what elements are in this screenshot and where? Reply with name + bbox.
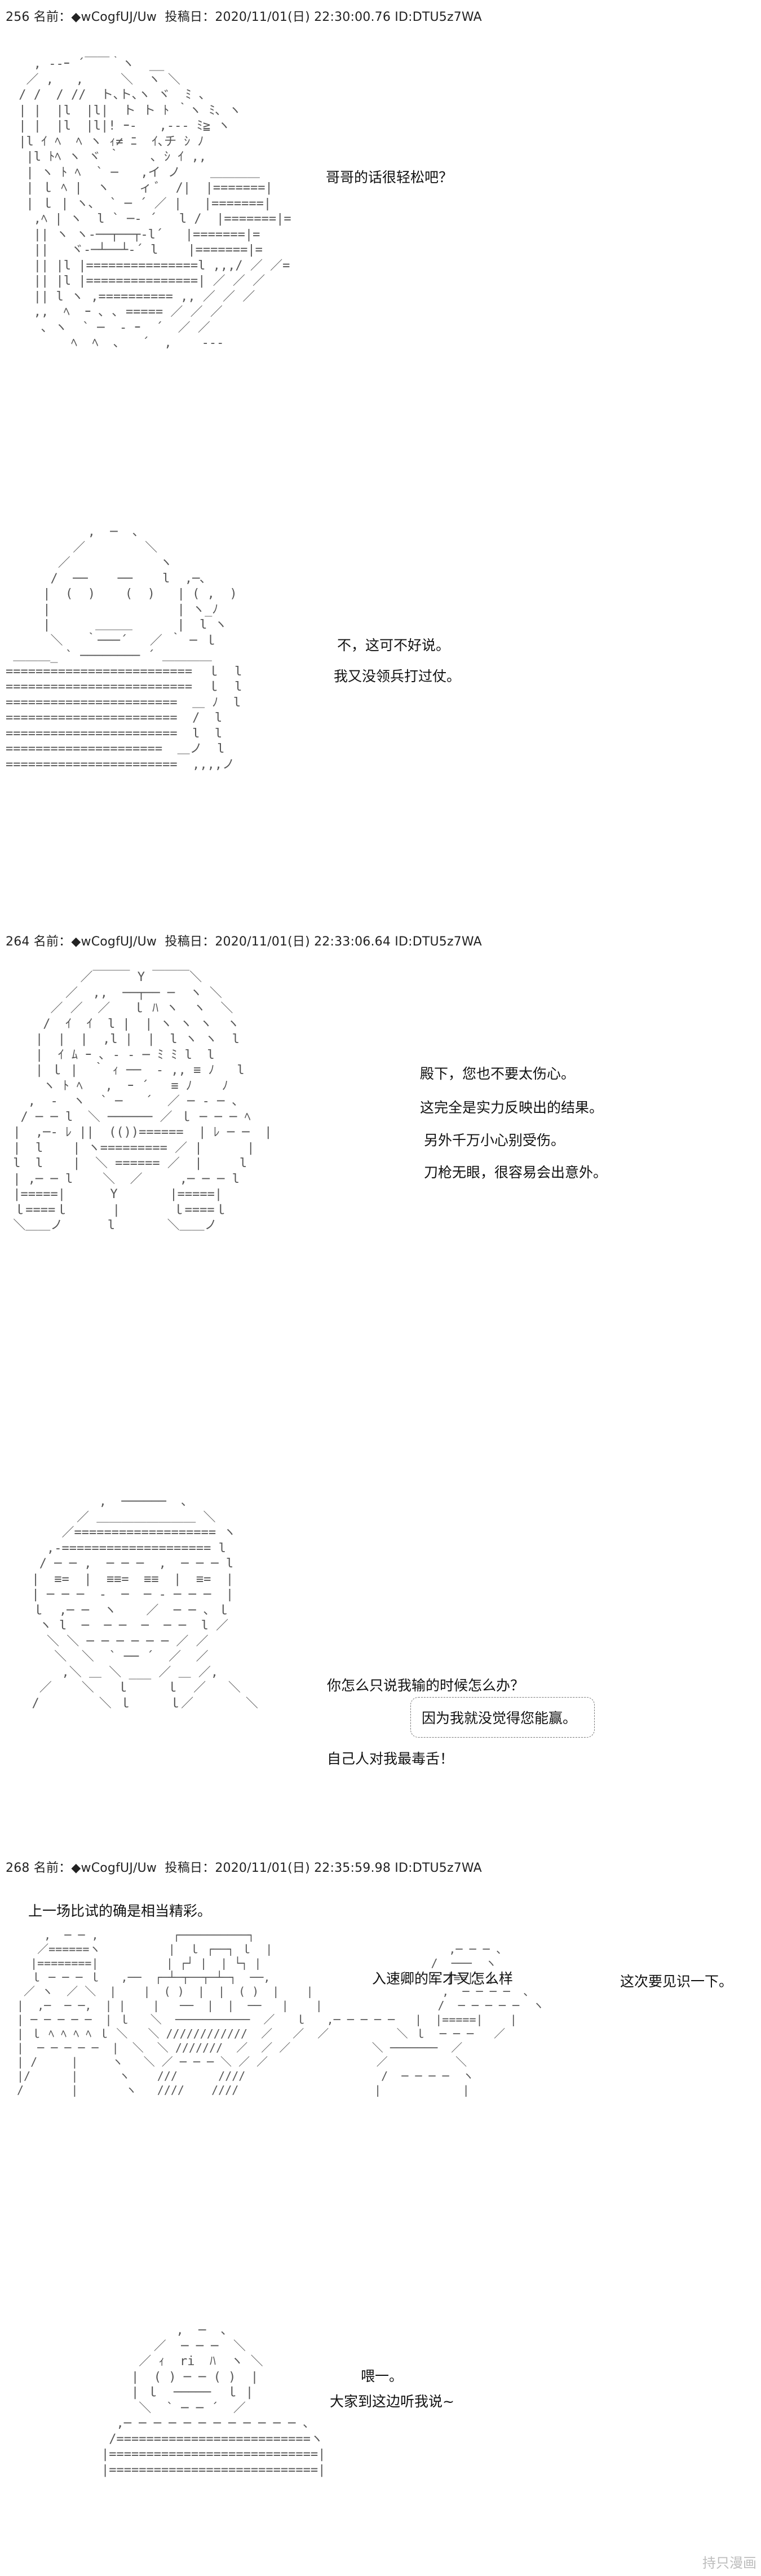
dialogue-line: 因为我就没觉得您能赢。 [422,1710,577,1726]
watermark: 持只漫画 [702,2555,756,2571]
dialogue-line: 自己人对我最毒舌！ [327,1751,454,1767]
ascii-art-character: , ────── ､ ／ ＿＿＿＿＿＿＿＿ ＼ ／===============… [32,1495,258,1711]
dialogue-line: 上一场比试的确是相当精彩。 [28,1903,212,1919]
post-header: 256 名前：◆wCogfUJ/Uw ￼ 投稿日：2020/11/01(日) 2… [6,10,482,24]
speech-bubble [410,1697,595,1738]
dialogue-line: 大家到这边听我说~ [330,2393,454,2410]
dialogue-line: 刀枪无眼，很容易会出意外。 [424,1164,608,1181]
ascii-art-character: , -‐ｰ ´￣￣｀ヽ __ ／ , , ＼ ヽ ＼ / / / // ト､ト､… [19,57,291,350]
ascii-art-group: , ─ ─ , ┌──────────┐ ／======ヽ | ｌ ┌──┐ ｌ… [17,1928,545,2097]
dialogue-line: 我又没领兵打过仗。 [334,668,461,684]
ascii-art-character: ／￣￣￣ Y ￣￣￣＼ ／ ,, ──┬── ─ ヽ ＼ ／ ／ ／ ｌ ﾊ ヽ… [13,970,272,1232]
dialogue-line: 另外千万小心别受伤。 [424,1132,565,1148]
dialogue-line: 这完全是实力反映出的结果。 [420,1099,604,1116]
dialogue-line: 殿下，您也不要太伤心。 [420,1066,576,1082]
ascii-art-character: , ─ ､ ／ ＼ ／ ヽ / ── ── l ,─､ | ( ) ( ) | … [6,525,242,772]
post-header: 268 名前：◆wCogfUJ/Uw ￼ 投稿日：2020/11/01(日) 2… [6,1861,482,1875]
dialogue-line: 喂一。 [361,2368,404,2384]
dialogue-line: 哥哥的话很轻松吧？ [326,169,453,185]
post-header: 264 名前：◆wCogfUJ/Uw ￼ 投稿日：2020/11/01(日) 2… [6,935,482,949]
dialogue-line: 入速卿的军才又怎么样 [372,1970,514,1987]
ascii-art-character: , ─ ､ ／ ─ ─ ─ ＼ ／ ｨ ri ﾊ ヽ ＼ | ( ) ─ ─ (… [101,2323,326,2477]
dialogue-line: 你怎么只说我输的时候怎么办？ [327,1677,525,1694]
dialogue-line: 不，这可不好说。 [337,637,450,653]
dialogue-line: 这次要见识一下。 [620,1973,733,1990]
